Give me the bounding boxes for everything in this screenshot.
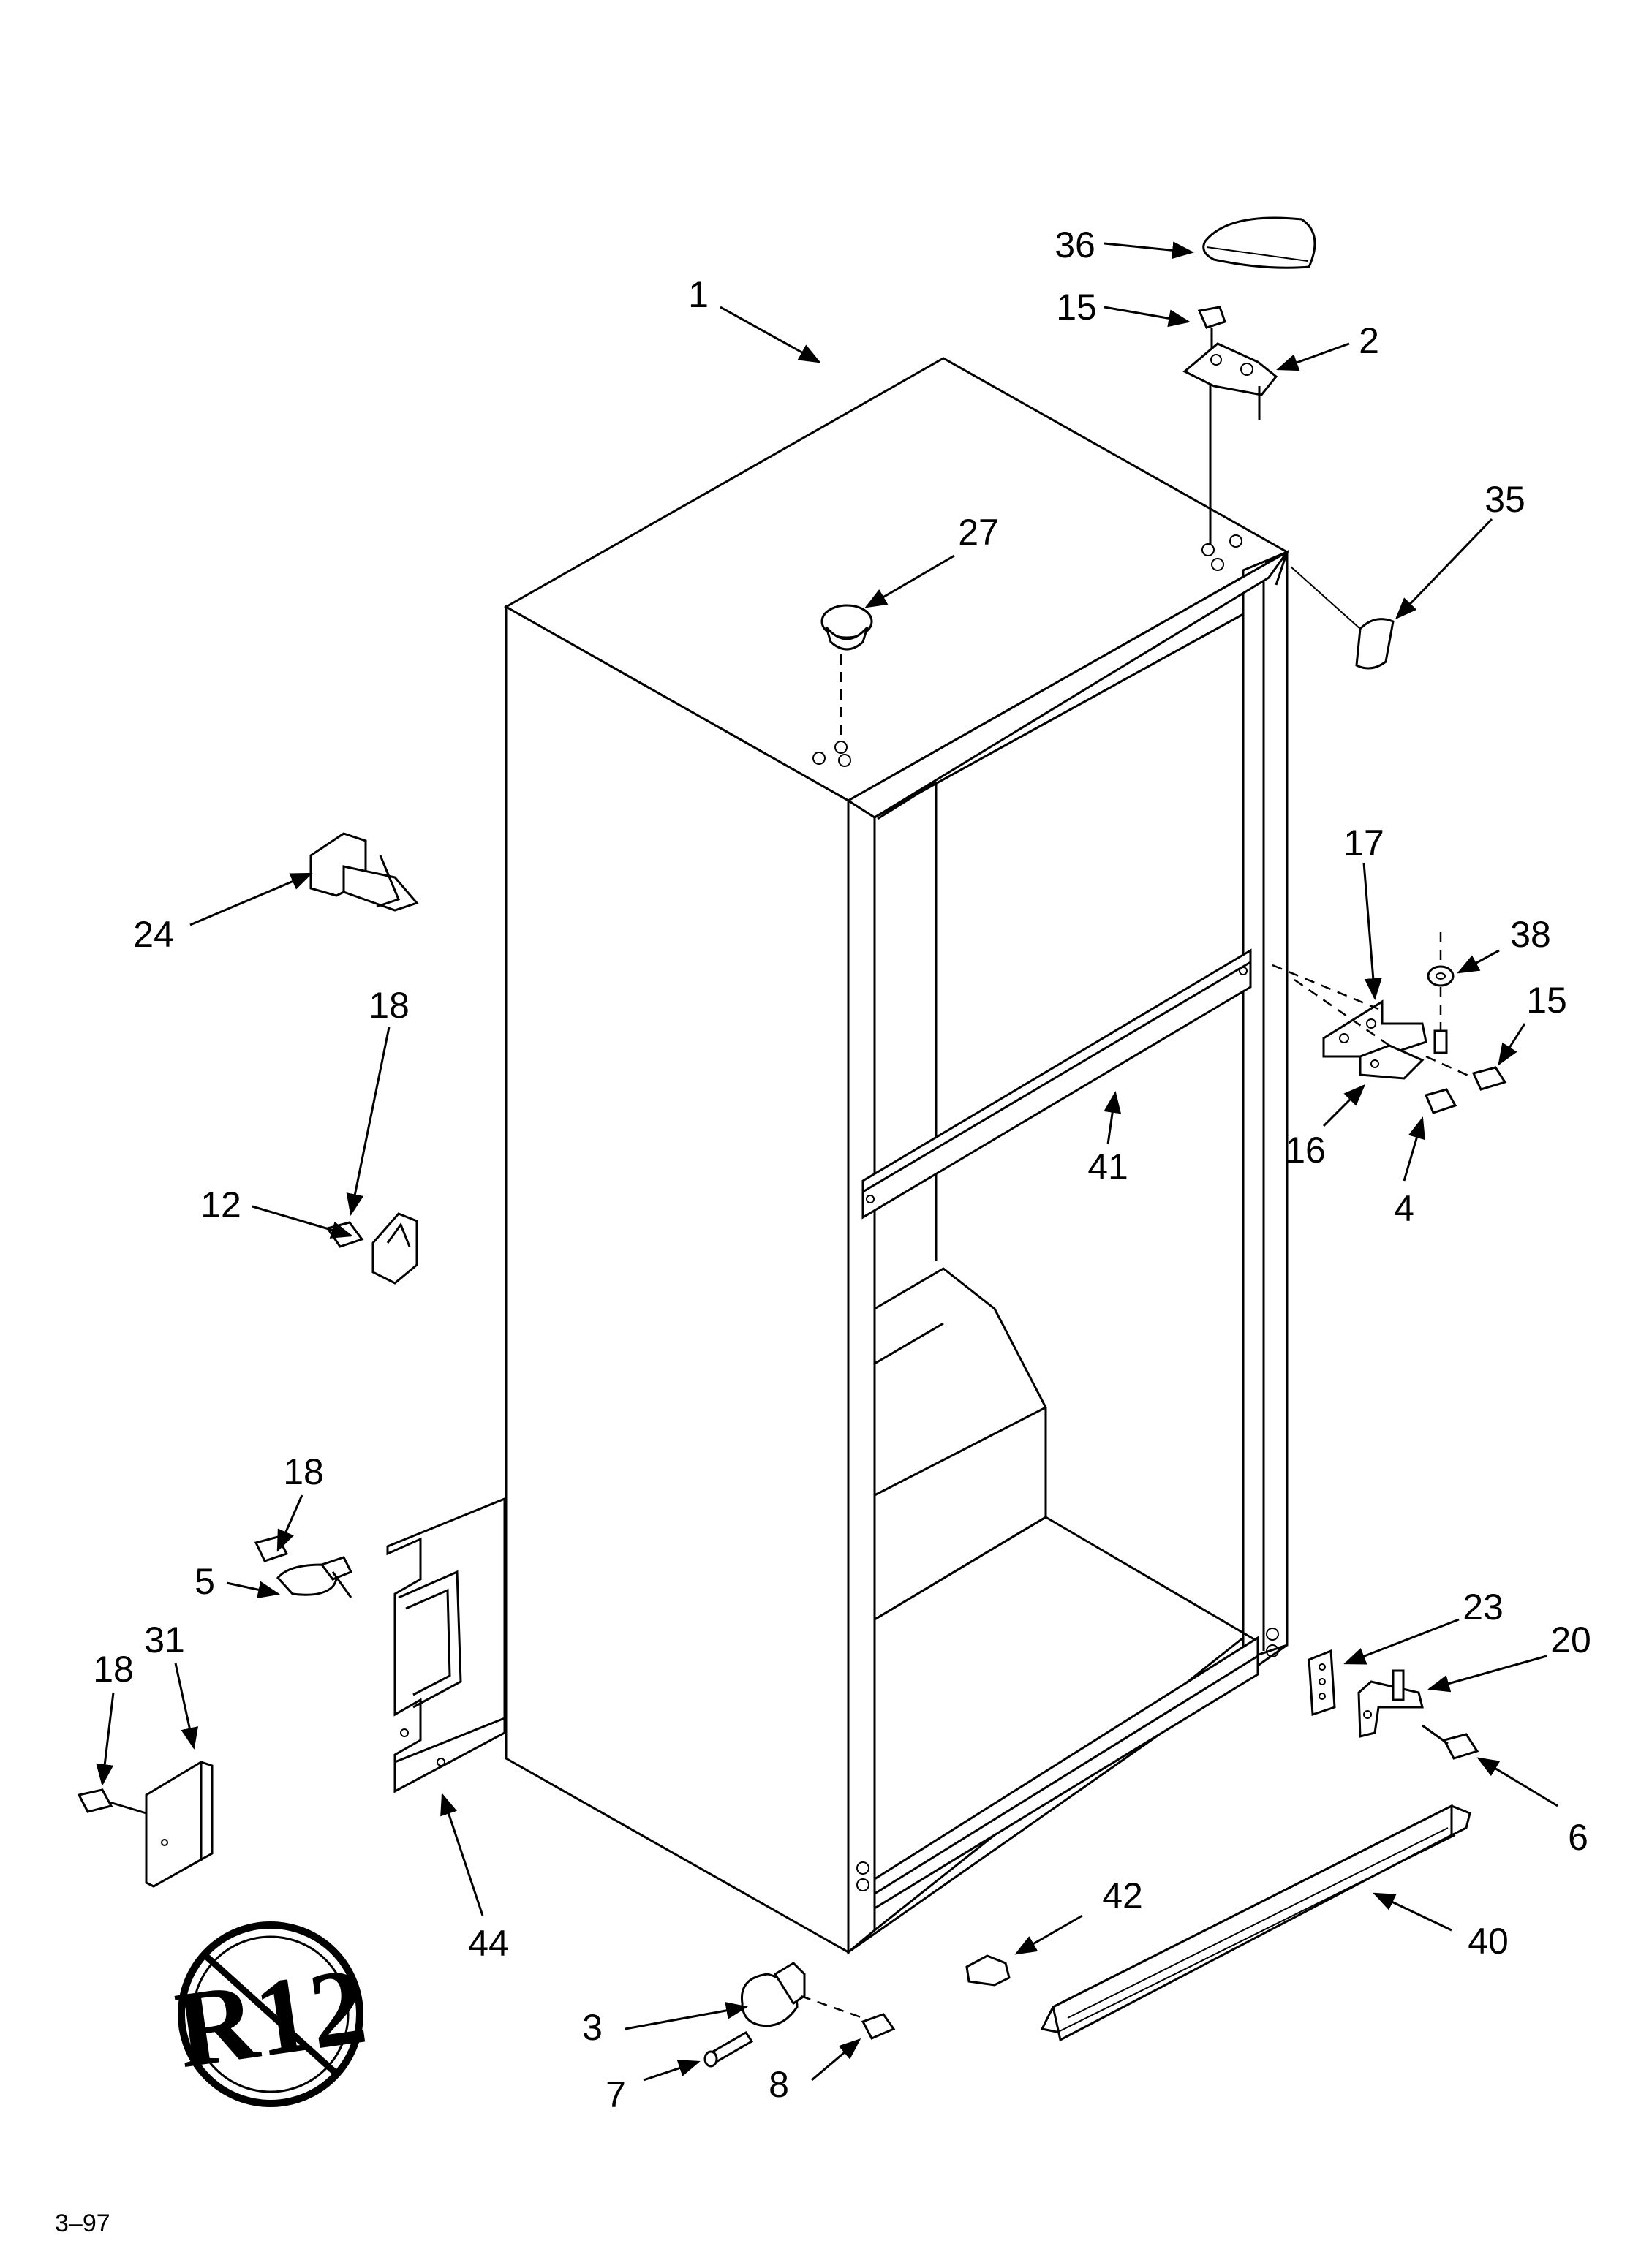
callout-3: 3 xyxy=(582,2007,603,2048)
footer-code: 3–97 xyxy=(55,2210,110,2237)
callout-23: 23 xyxy=(1463,1587,1504,1628)
callout-44: 44 xyxy=(468,1923,509,1964)
callout-35: 35 xyxy=(1485,479,1525,520)
callout-40: 36 xyxy=(1055,224,1095,265)
callout-12: 12 xyxy=(200,1184,241,1225)
callout-38: 38 xyxy=(1510,914,1551,955)
screw-8 xyxy=(861,2013,896,2040)
callout-20: 20 xyxy=(1550,1619,1591,1660)
washer-38 xyxy=(1427,932,1455,1054)
callout-41: 41 xyxy=(1087,1146,1128,1187)
callout-16: 16 xyxy=(1285,1130,1326,1171)
callout-4: 4 xyxy=(1394,1188,1414,1229)
callout-5: 5 xyxy=(195,1561,215,1602)
callout-1: 1 xyxy=(688,274,709,315)
screw-15-right xyxy=(1425,1055,1507,1091)
plate-23 xyxy=(1308,1649,1336,1717)
plug-27 xyxy=(820,604,873,738)
callout-27: 27 xyxy=(958,512,999,553)
clip-42 xyxy=(965,1954,1011,1987)
axle-7 xyxy=(703,2030,754,2068)
callout-18-low-top: 18 xyxy=(283,1451,324,1492)
leader-lines xyxy=(96,241,1558,2082)
callouts: 36 15 2 1 35 27 24 18 12 41 17 38 15 16 … xyxy=(93,224,1591,2115)
callout-15-right: 15 xyxy=(1526,980,1567,1021)
cabinet xyxy=(503,357,1290,1955)
screw-4 xyxy=(1424,1088,1457,1114)
callout-31: 31 xyxy=(144,1619,185,1660)
screw-6 xyxy=(1422,1724,1479,1760)
bolt-24 xyxy=(309,832,419,912)
callout-36: 40 xyxy=(1468,1921,1509,1962)
callout-8: 8 xyxy=(769,2064,789,2105)
callout-18-left: 18 xyxy=(93,1649,134,1690)
clamp-5 xyxy=(254,1535,353,1598)
no-r12-badge: R12 xyxy=(169,1921,373,2107)
cover-31 xyxy=(145,1761,214,1888)
callout-15: 15 xyxy=(1056,287,1097,328)
screw-18-low xyxy=(77,1788,147,1815)
callout-2: 2 xyxy=(1359,320,1379,361)
callout-42: 42 xyxy=(1102,1875,1143,1916)
panel-44 xyxy=(386,1497,506,1793)
callout-7: 7 xyxy=(606,2074,626,2115)
callout-17: 17 xyxy=(1343,823,1384,863)
callout-24: 24 xyxy=(133,914,174,955)
hinge-bracket-17 xyxy=(1272,964,1427,1058)
clip-12 xyxy=(371,1212,418,1285)
bottom-hinge-20 xyxy=(1357,1669,1424,1738)
roller-bracket-3 xyxy=(740,1962,864,2027)
top-hinge-2 xyxy=(1182,342,1278,545)
pin-plate-16 xyxy=(1359,1044,1425,1080)
callout-6: 6 xyxy=(1568,1817,1588,1858)
callout-18-mid: 18 xyxy=(369,985,410,1026)
grille-36 xyxy=(1040,1804,1471,2042)
hinge-cap-35 xyxy=(1290,566,1395,670)
hinge-cover-40 xyxy=(1202,216,1316,269)
